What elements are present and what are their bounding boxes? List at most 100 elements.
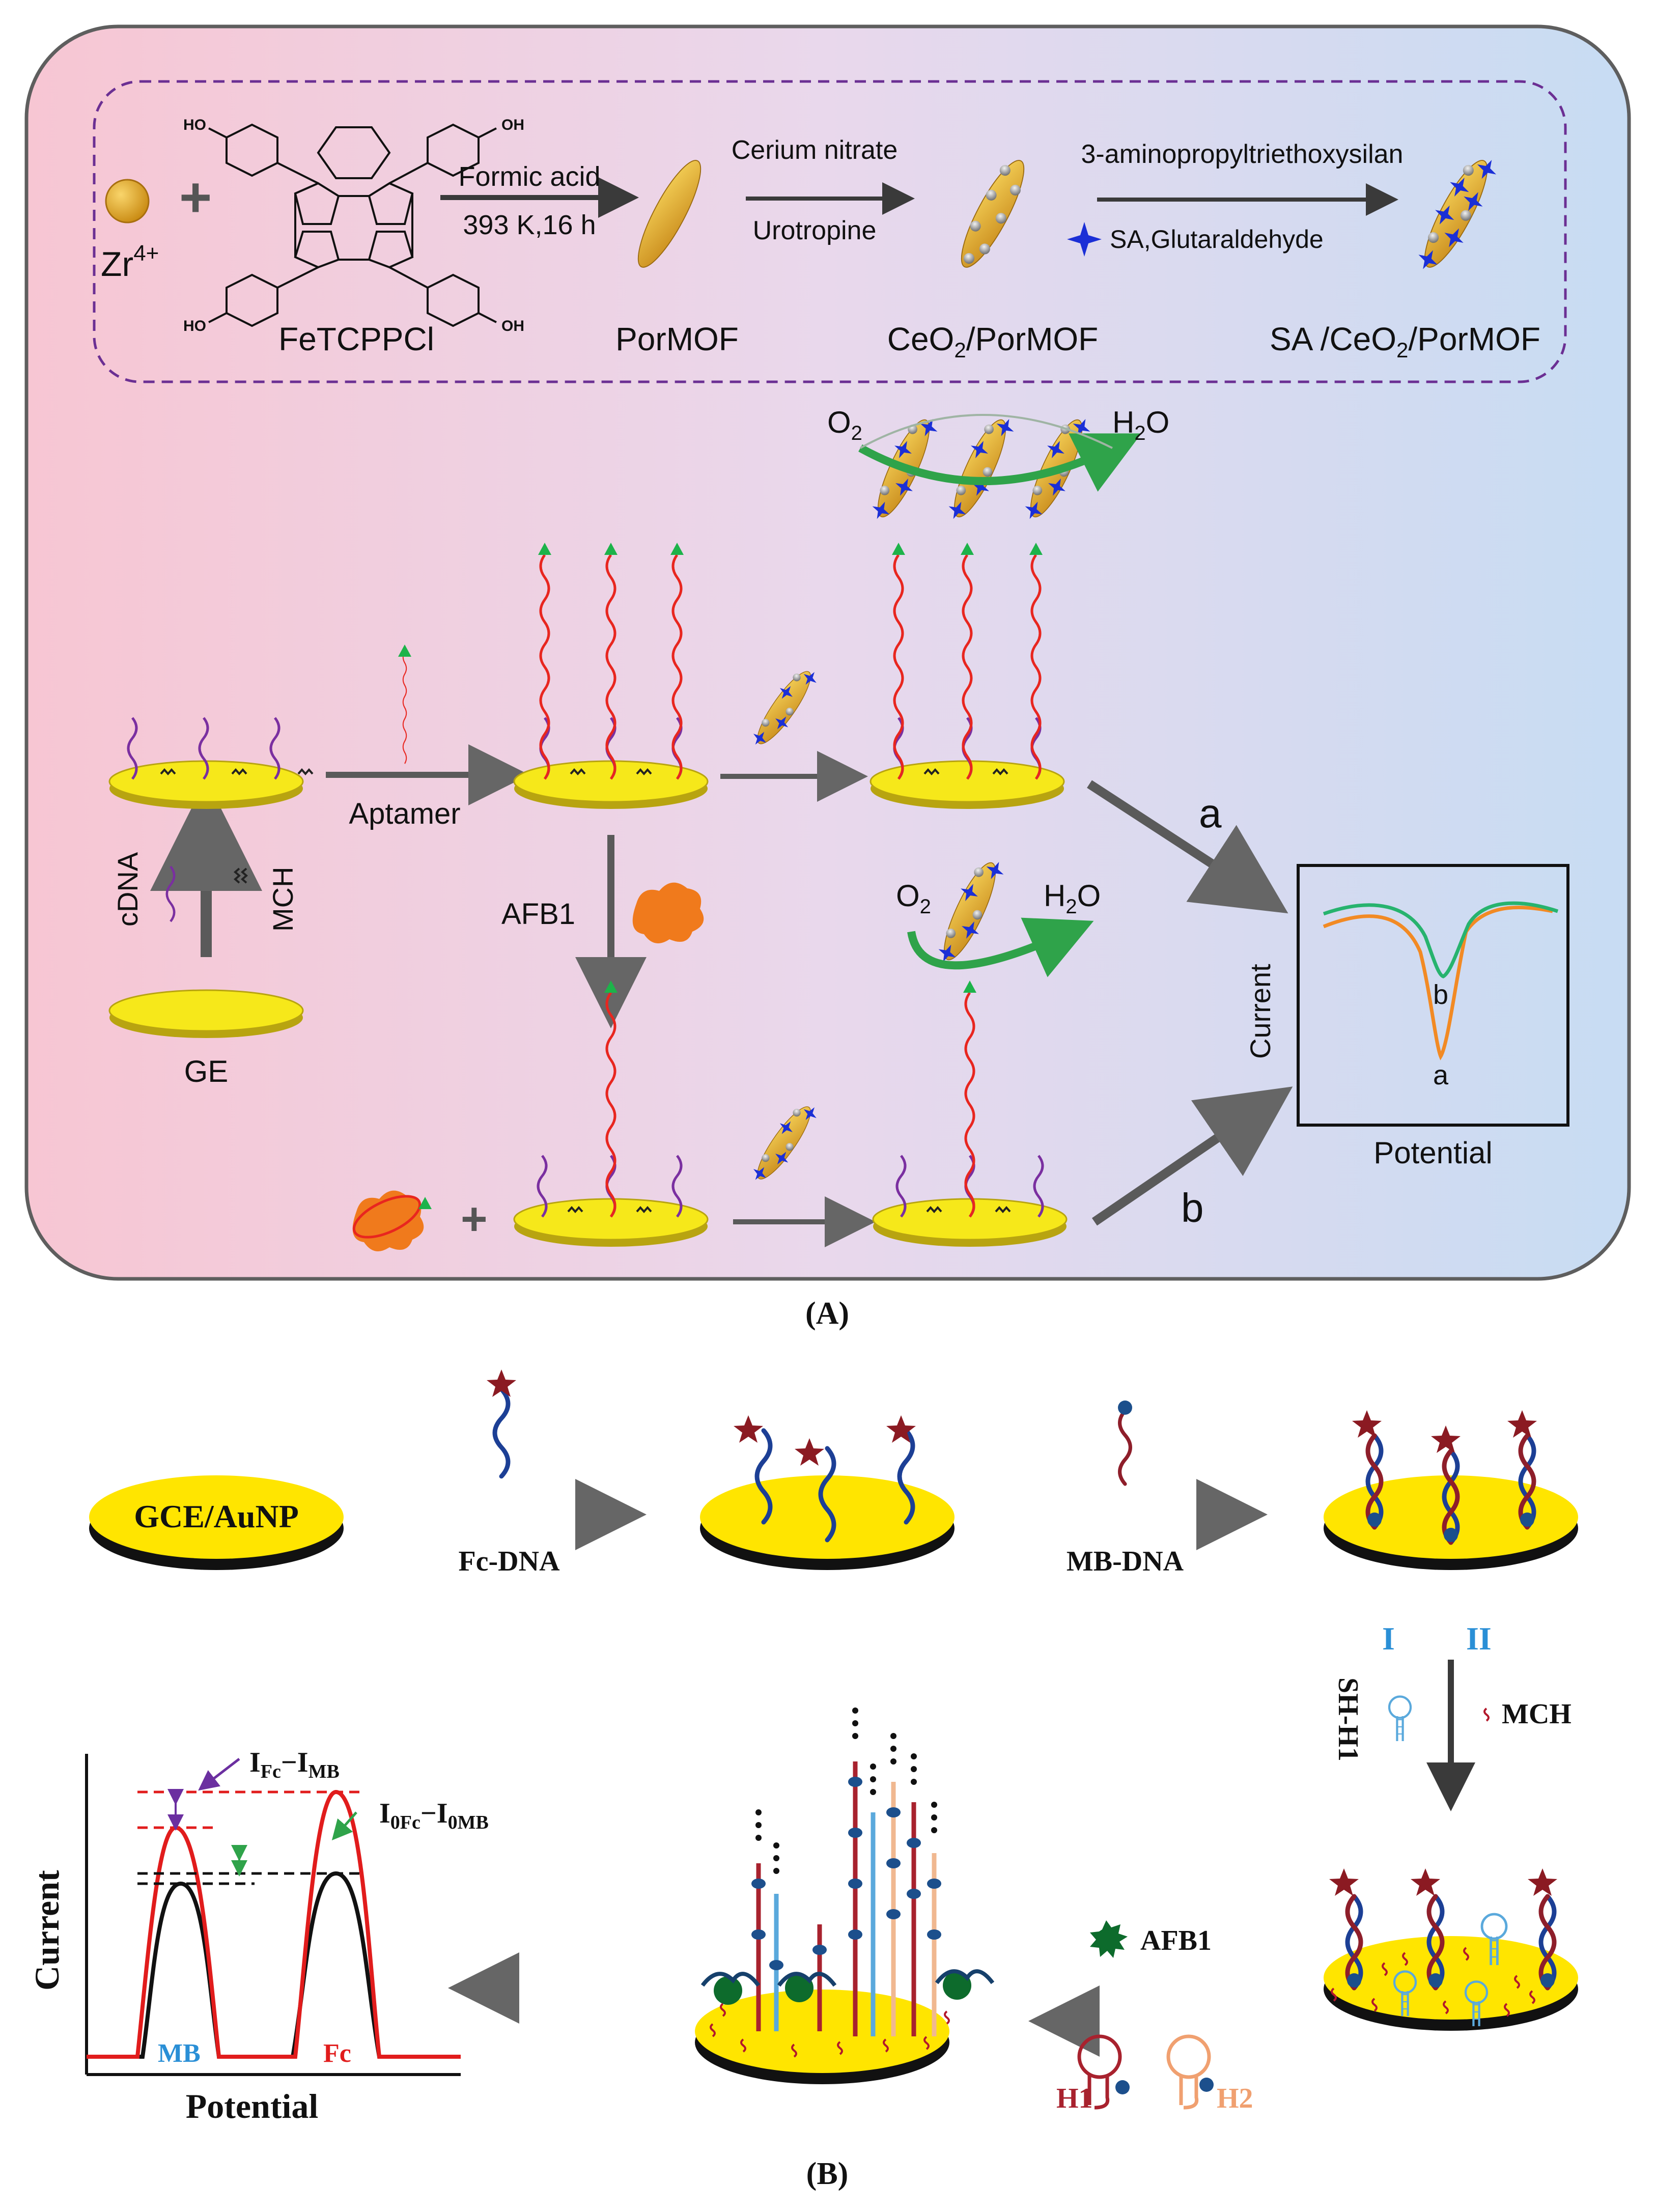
step1-bottom-label: 393 K,16 h — [463, 210, 596, 240]
diff-bot-sub2: 0MB — [448, 1812, 489, 1833]
diff-top-sub2: MB — [308, 1761, 340, 1782]
curve-black — [87, 1871, 461, 2059]
result-graph-b: IFc−IMB I0Fc−I0MB MB Fc Current Potentia… — [27, 1747, 489, 2125]
h1-label: H1 — [1056, 2083, 1093, 2114]
fc-star-icon — [487, 1369, 516, 1397]
step2-top-label: Cerium nitrate — [732, 135, 898, 165]
step3-top-label: 3-aminopropyltriethoxysilan — [1081, 139, 1404, 169]
graph-a-y-axis-label: Current — [1244, 964, 1276, 1059]
peak-a-label: a — [1433, 1060, 1449, 1090]
o2-high-o: O — [827, 405, 851, 439]
ge-label: GE — [184, 1054, 229, 1088]
o2-low-sub: 2 — [920, 895, 931, 918]
afb1-label: AFB1 — [501, 898, 575, 931]
h2-label: H2 — [1217, 2083, 1253, 2114]
fc-dna-label: Fc-DNA — [458, 1546, 560, 1577]
pointer-bottom — [331, 1811, 357, 1841]
cooh-bottom-right: OH — [501, 318, 524, 334]
svg-text:Zr4+: Zr4+ — [101, 241, 159, 284]
afb1-label-b: AFB1 — [1140, 1925, 1212, 1956]
zr-ion-sphere-icon — [105, 179, 150, 223]
curve-red — [87, 1789, 461, 2059]
electrode-duplex — [1324, 1475, 1578, 1570]
h2o-low-sub: 2 — [1065, 895, 1077, 918]
step1-top-label: Formic acid — [458, 161, 600, 192]
ge-electrode — [108, 989, 304, 1039]
ceo2-pormof-label: CeO2/PorMOF — [887, 321, 1099, 362]
cooh-bottom-left: HO — [183, 318, 206, 334]
final-sub: 2 — [1396, 338, 1408, 362]
afb1-molecule-icon — [632, 882, 704, 943]
h2o-high-o: O — [1146, 405, 1170, 439]
diff-bot-pre: I — [379, 1798, 390, 1829]
diff-top-sub1: Fc — [261, 1761, 281, 1782]
path-a-label: a — [1199, 791, 1222, 836]
diff-bot-mid: −I — [420, 1798, 448, 1829]
final-post: /PorMOF — [1408, 321, 1540, 357]
electrode-fc-dna — [700, 1475, 955, 1570]
panel-a-background — [24, 24, 1631, 1281]
electrode-signal-high — [869, 760, 1065, 810]
diff-bot-sub1: 0Fc — [390, 1812, 420, 1833]
plus-sign-afb1: + — [461, 1194, 488, 1245]
cooh-top-left: HO — [183, 117, 206, 133]
ceo2-pre: CeO — [887, 321, 955, 357]
electrode-afb1 — [513, 1198, 709, 1248]
arrow-path-a — [1087, 780, 1288, 914]
step3-bottom-label: SA,Glutaraldehyde — [1110, 225, 1324, 254]
electrode-aptamer — [513, 760, 709, 810]
h1-hairpin-icon — [1077, 2034, 1130, 2110]
hairpin-mch-layer — [1329, 1868, 1557, 2026]
catalysis-arrow-low — [907, 917, 1094, 977]
o2-label-low: O2 — [896, 879, 931, 918]
h2o-low-o: O — [1077, 879, 1101, 913]
h2o-label-low: H2O — [1044, 879, 1101, 918]
h2o-label-high: H2O — [1112, 405, 1169, 444]
o2-high-sub: 2 — [851, 422, 862, 444]
ceo2-sub: 2 — [954, 338, 966, 362]
ceo2-post: /PorMOF — [966, 321, 1099, 357]
diff-top-label: IFc−IMB — [249, 1747, 340, 1782]
graph-b-y-axis-label: Current — [27, 1870, 66, 1991]
h2o-high-h: H — [1112, 405, 1134, 439]
path-b-label: b — [1181, 1185, 1204, 1230]
sh-h1-label: SH-H1 — [1332, 1677, 1364, 1761]
duplex-strands — [1352, 1410, 1537, 1543]
mch-label: MCH — [267, 866, 299, 932]
electrode-cdna-mch — [108, 760, 304, 810]
mch-molecule-icon — [1483, 1707, 1490, 1722]
aptamer-label: Aptamer — [349, 797, 460, 830]
sh-h1-hairpin-icon — [1389, 1697, 1411, 1742]
panel-b: GCE/AuNP Fc-DNA MB-DNA I II SH-H1 MCH — [27, 1369, 1578, 2125]
fetcppcl-label: FeTCPPCl — [278, 321, 434, 357]
fetcppcl-structure-icon — [208, 123, 497, 327]
zr-charge: 4+ — [133, 241, 159, 266]
afb1-molecule-icon-b — [1090, 1920, 1128, 1958]
electrode-signal-low — [872, 1198, 1068, 1248]
route-i-label: I — [1382, 1620, 1395, 1657]
result-graph-a: b a Current Potential — [1244, 864, 1569, 1170]
mb-dna-label: MB-DNA — [1067, 1546, 1184, 1577]
sa-ceo2-pormof-label: SA /CeO2/PorMOF — [1270, 321, 1540, 362]
electrode-hairpin — [1324, 1936, 1578, 2031]
o2-label-high: O2 — [827, 405, 862, 444]
o2-low-o: O — [896, 879, 920, 913]
catalysis-link-high — [860, 414, 1113, 449]
fc-dna-strand-icon — [495, 1389, 508, 1476]
route-ii-label: II — [1466, 1620, 1492, 1657]
mb-dna-strand-icon — [1120, 1411, 1131, 1484]
diff-top-mid: −I — [281, 1747, 308, 1778]
step2-bottom-label: Urotropine — [753, 216, 877, 245]
gce-label: GCE/AuNP — [134, 1498, 299, 1534]
caption-b: (B) — [806, 2157, 849, 2191]
diff-top-pre: I — [249, 1747, 261, 1778]
fc-peak-label: Fc — [323, 2039, 351, 2068]
peak-b-label: b — [1433, 979, 1448, 1010]
pointer-top — [198, 1758, 240, 1791]
result-graph-frame — [1297, 864, 1569, 1127]
graph-a-x-axis-label: Potential — [1373, 1136, 1493, 1170]
curve-b — [1323, 901, 1559, 978]
diff-bottom-label: I0Fc−I0MB — [379, 1798, 489, 1833]
h2-hairpin-icon — [1166, 2034, 1214, 2110]
zr-label: Zr — [101, 245, 133, 284]
